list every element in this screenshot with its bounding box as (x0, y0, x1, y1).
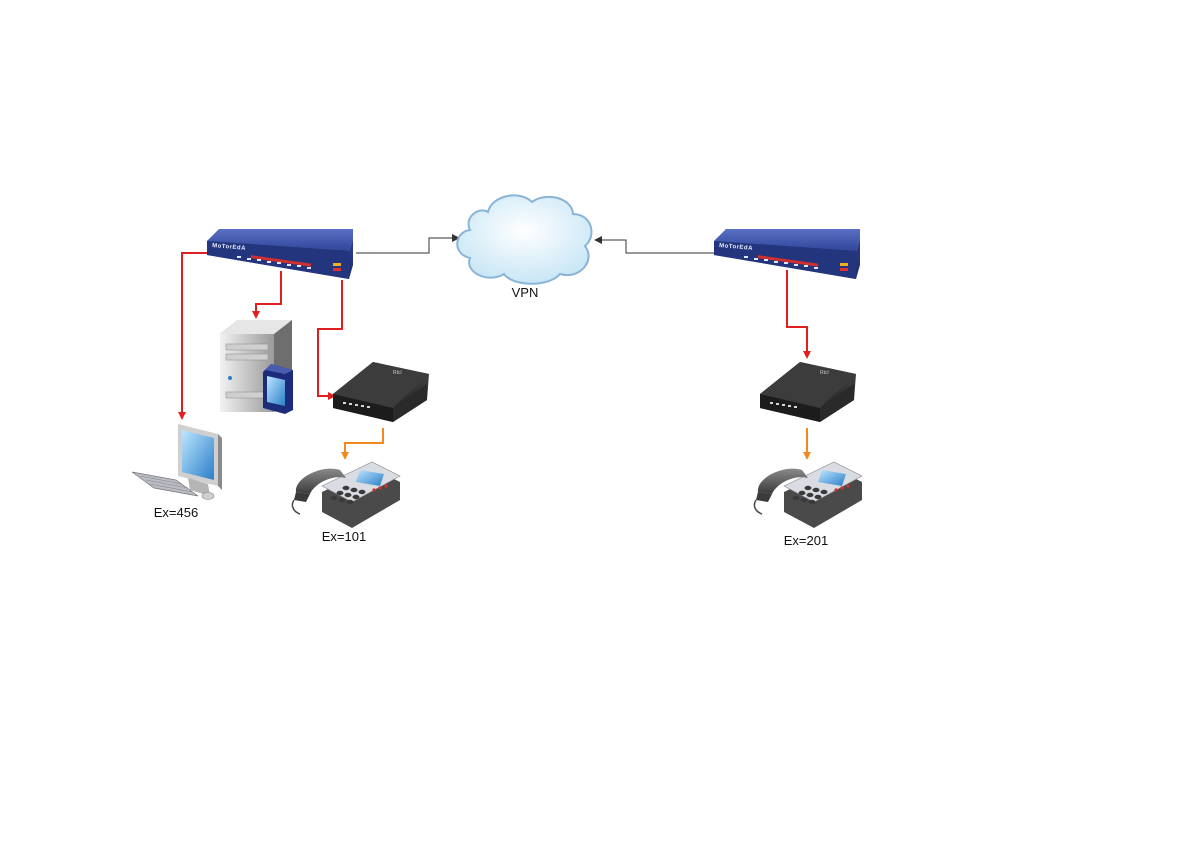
voip-gateway-icon: Rtcl (760, 362, 856, 422)
lan-link-gateway-left (317, 280, 343, 400)
lan-link-server (252, 271, 282, 319)
lan-link-gateway-right (786, 270, 811, 359)
router-icon: MoTorEdA (714, 229, 860, 279)
label-phone-left-extension: Ex=101 (322, 529, 366, 544)
pda-icon (263, 364, 293, 414)
svg-text:MoTorEdA: MoTorEdA (719, 243, 753, 252)
cloud-icon: VPN (456, 194, 593, 300)
voip-gateway-icon: Rtcl (333, 362, 429, 422)
wan-link-right (594, 236, 714, 254)
wan-link-left (356, 234, 460, 254)
lan-link-desktop (178, 252, 208, 420)
phone-link-left (341, 428, 384, 460)
svg-text:Rtcl: Rtcl (393, 370, 402, 376)
desktop-computer-icon (131, 424, 222, 500)
router-icon: MoTorEdA (207, 229, 353, 279)
desk-phone-icon (753, 461, 863, 528)
svg-text:Rtcl: Rtcl (820, 370, 829, 376)
label-phone-right-extension: Ex=201 (784, 533, 828, 548)
desk-phone-icon (291, 461, 401, 528)
svg-text:MoTorEdA: MoTorEdA (212, 243, 246, 252)
label-pc-extension: Ex=456 (154, 505, 198, 520)
cloud-label: VPN (512, 285, 539, 300)
connectors (178, 234, 811, 460)
